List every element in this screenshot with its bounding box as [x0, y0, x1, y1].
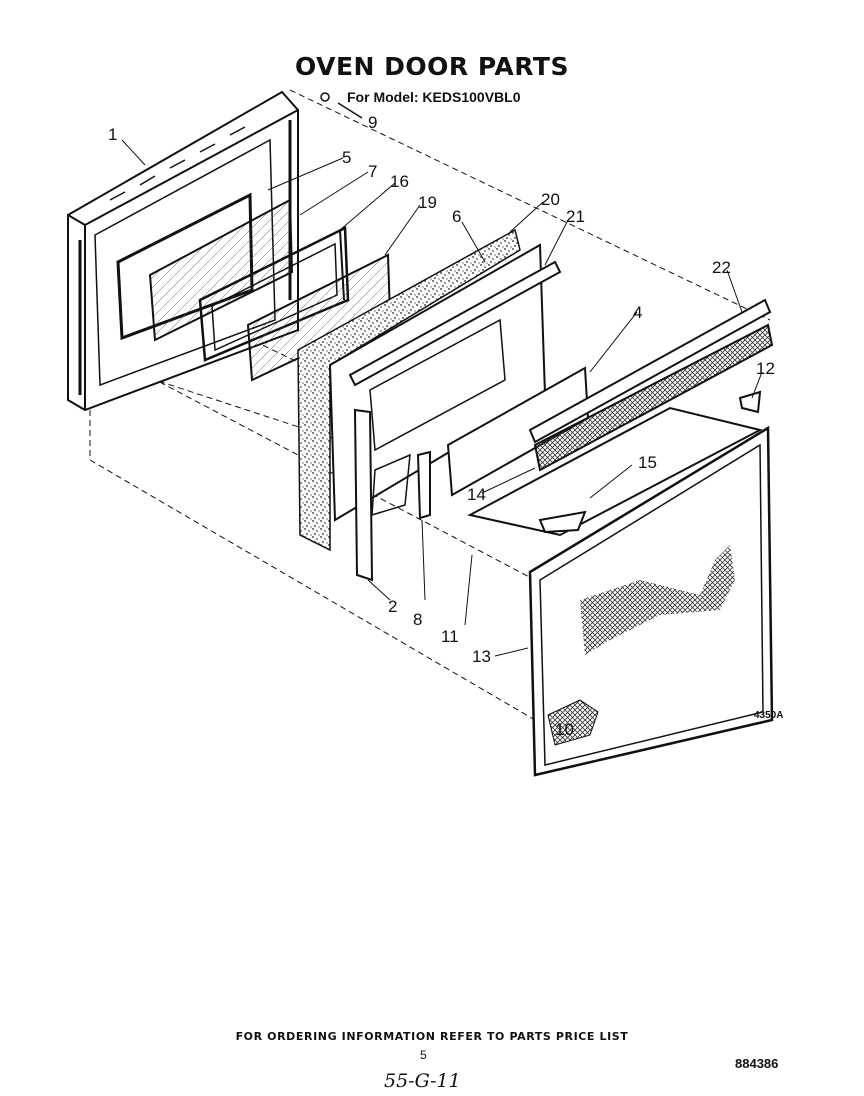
part-15-top-trim: [467, 406, 763, 537]
callout-13: 13: [472, 647, 491, 666]
callout-22: 22: [712, 258, 731, 277]
callout-4: 4: [633, 303, 642, 322]
callout-2: 2: [388, 597, 397, 616]
callout-16: 16: [390, 172, 409, 191]
callout-21: 21: [566, 207, 585, 226]
callout-15: 15: [638, 453, 657, 472]
callout-12: 12: [756, 359, 775, 378]
handwritten-note: 55-G-11: [384, 1070, 461, 1092]
callout-9: 9: [368, 113, 377, 132]
part-9-screw: [320, 92, 363, 119]
part-22-door-handle: [528, 298, 774, 472]
callout-7: 7: [368, 162, 377, 181]
callout-1: 1: [108, 125, 117, 144]
part-8-hinge-bracket: [416, 450, 431, 520]
model-subtitle: For Model: KEDS100VBL0: [347, 89, 521, 105]
callout-5: 5: [342, 148, 351, 167]
callout-14: 14: [467, 485, 486, 504]
part-5-inner-glass: [148, 198, 294, 342]
part-16-retainer-clip: [339, 229, 345, 301]
callout-6: 6: [452, 207, 461, 226]
callout-10: 10: [555, 720, 574, 739]
callout-11: 11: [441, 627, 459, 646]
part-2-side-trim: [353, 408, 374, 582]
callout-19: 19: [418, 193, 437, 212]
ordering-note: FOR ORDERING INFORMATION REFER TO PARTS …: [235, 1030, 629, 1043]
callout-8: 8: [413, 610, 422, 629]
part-13-outer-door-panel: [528, 425, 774, 777]
part-21-vent-strip: [348, 260, 562, 387]
callout-numbers: 1 2 4 5 6 7 8 9 10 11 12 13 14 15 16 19 …: [108, 113, 775, 739]
callout-leader-lines: [121, 139, 763, 657]
page-number: 5: [420, 1048, 427, 1062]
page-title: OVEN DOOR PARTS: [295, 52, 569, 81]
document-number: 884386: [735, 1056, 779, 1071]
part-12-bracket: [738, 390, 762, 414]
diagram-code: 4350A: [754, 710, 784, 721]
callout-20: 20: [541, 190, 560, 209]
